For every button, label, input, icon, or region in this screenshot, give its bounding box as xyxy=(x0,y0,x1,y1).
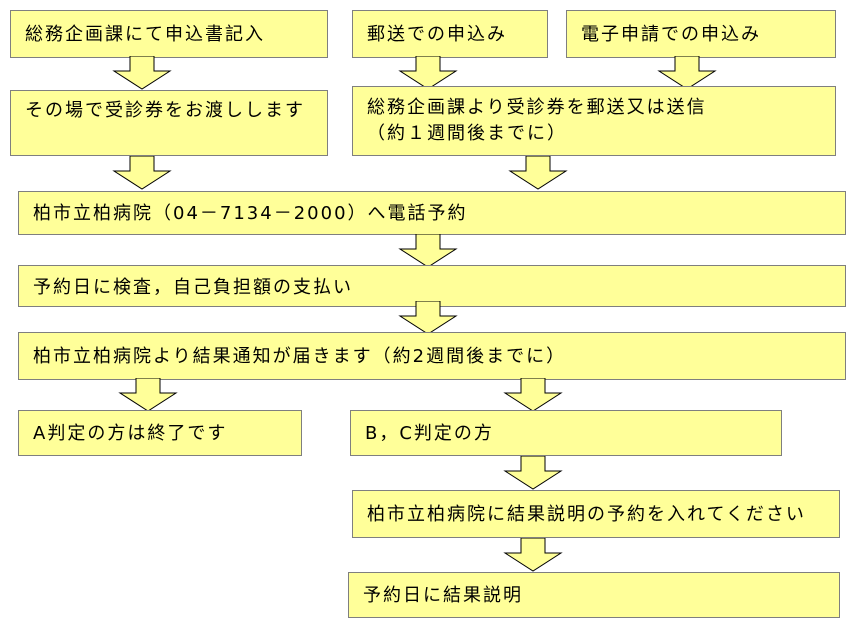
reserve-explain-text: 柏市立柏病院に結果説明の予約を入れてください xyxy=(367,504,806,525)
result-notice-text: 柏市立柏病院より結果通知が届きます（約2週間後までに） xyxy=(33,346,567,367)
phone-reserve-box: 柏市立柏病院（04－7134－2000）へ電話予約 xyxy=(18,191,846,235)
explain-day-text: 予約日に結果説明 xyxy=(363,585,523,606)
grade-a-text: A判定の方は終了です xyxy=(33,423,228,444)
send-ticket-line2: （約１週間後までに） xyxy=(367,123,567,144)
send-ticket-box: 総務企画課より受診券を郵送又は送信 （約１週間後までに） xyxy=(352,86,836,156)
arrow-send-to-phone xyxy=(508,156,568,190)
arrow-result-to-a xyxy=(118,378,178,412)
arrow-handover-to-phone xyxy=(112,156,172,190)
arrow-exam-to-result xyxy=(398,301,458,335)
arrow-office-to-handover xyxy=(112,56,172,90)
arrow-reserve-to-explain xyxy=(503,538,563,572)
arrow-result-to-bc xyxy=(503,378,563,412)
hand-over-box: その場で受診券をお渡しします xyxy=(10,90,328,156)
arrow-mail-to-send xyxy=(398,56,458,90)
reserve-explain-box: 柏市立柏病院に結果説明の予約を入れてください xyxy=(352,490,840,538)
apply-office-box: 総務企画課にて申込書記入 xyxy=(10,10,328,58)
send-ticket-line1: 総務企画課より受診券を郵送又は送信 xyxy=(367,97,707,118)
exam-day-box: 予約日に検査，自己負担額の支払い xyxy=(18,265,846,307)
grade-bc-box: B，C判定の方 xyxy=(350,410,782,456)
apply-mail-text: 郵送での申込み xyxy=(367,24,507,45)
result-notice-box: 柏市立柏病院より結果通知が届きます（約2週間後までに） xyxy=(18,332,846,380)
apply-online-text: 電子申請での申込み xyxy=(581,24,761,45)
exam-day-text: 予約日に検査，自己負担額の支払い xyxy=(33,277,353,298)
grade-bc-text: B，C判定の方 xyxy=(365,423,494,444)
apply-mail-box: 郵送での申込み xyxy=(352,10,548,58)
grade-a-box: A判定の方は終了です xyxy=(18,410,302,456)
explain-day-box: 予約日に結果説明 xyxy=(348,572,840,618)
arrow-bc-to-reserve xyxy=(503,456,563,490)
phone-reserve-text: 柏市立柏病院（04－7134－2000）へ電話予約 xyxy=(33,203,468,224)
apply-office-text: 総務企画課にて申込書記入 xyxy=(25,24,265,45)
apply-online-box: 電子申請での申込み xyxy=(566,10,836,58)
arrow-phone-to-exam xyxy=(398,234,458,268)
arrow-online-to-send xyxy=(657,56,717,90)
hand-over-text: その場で受診券をお渡しします xyxy=(25,100,305,121)
